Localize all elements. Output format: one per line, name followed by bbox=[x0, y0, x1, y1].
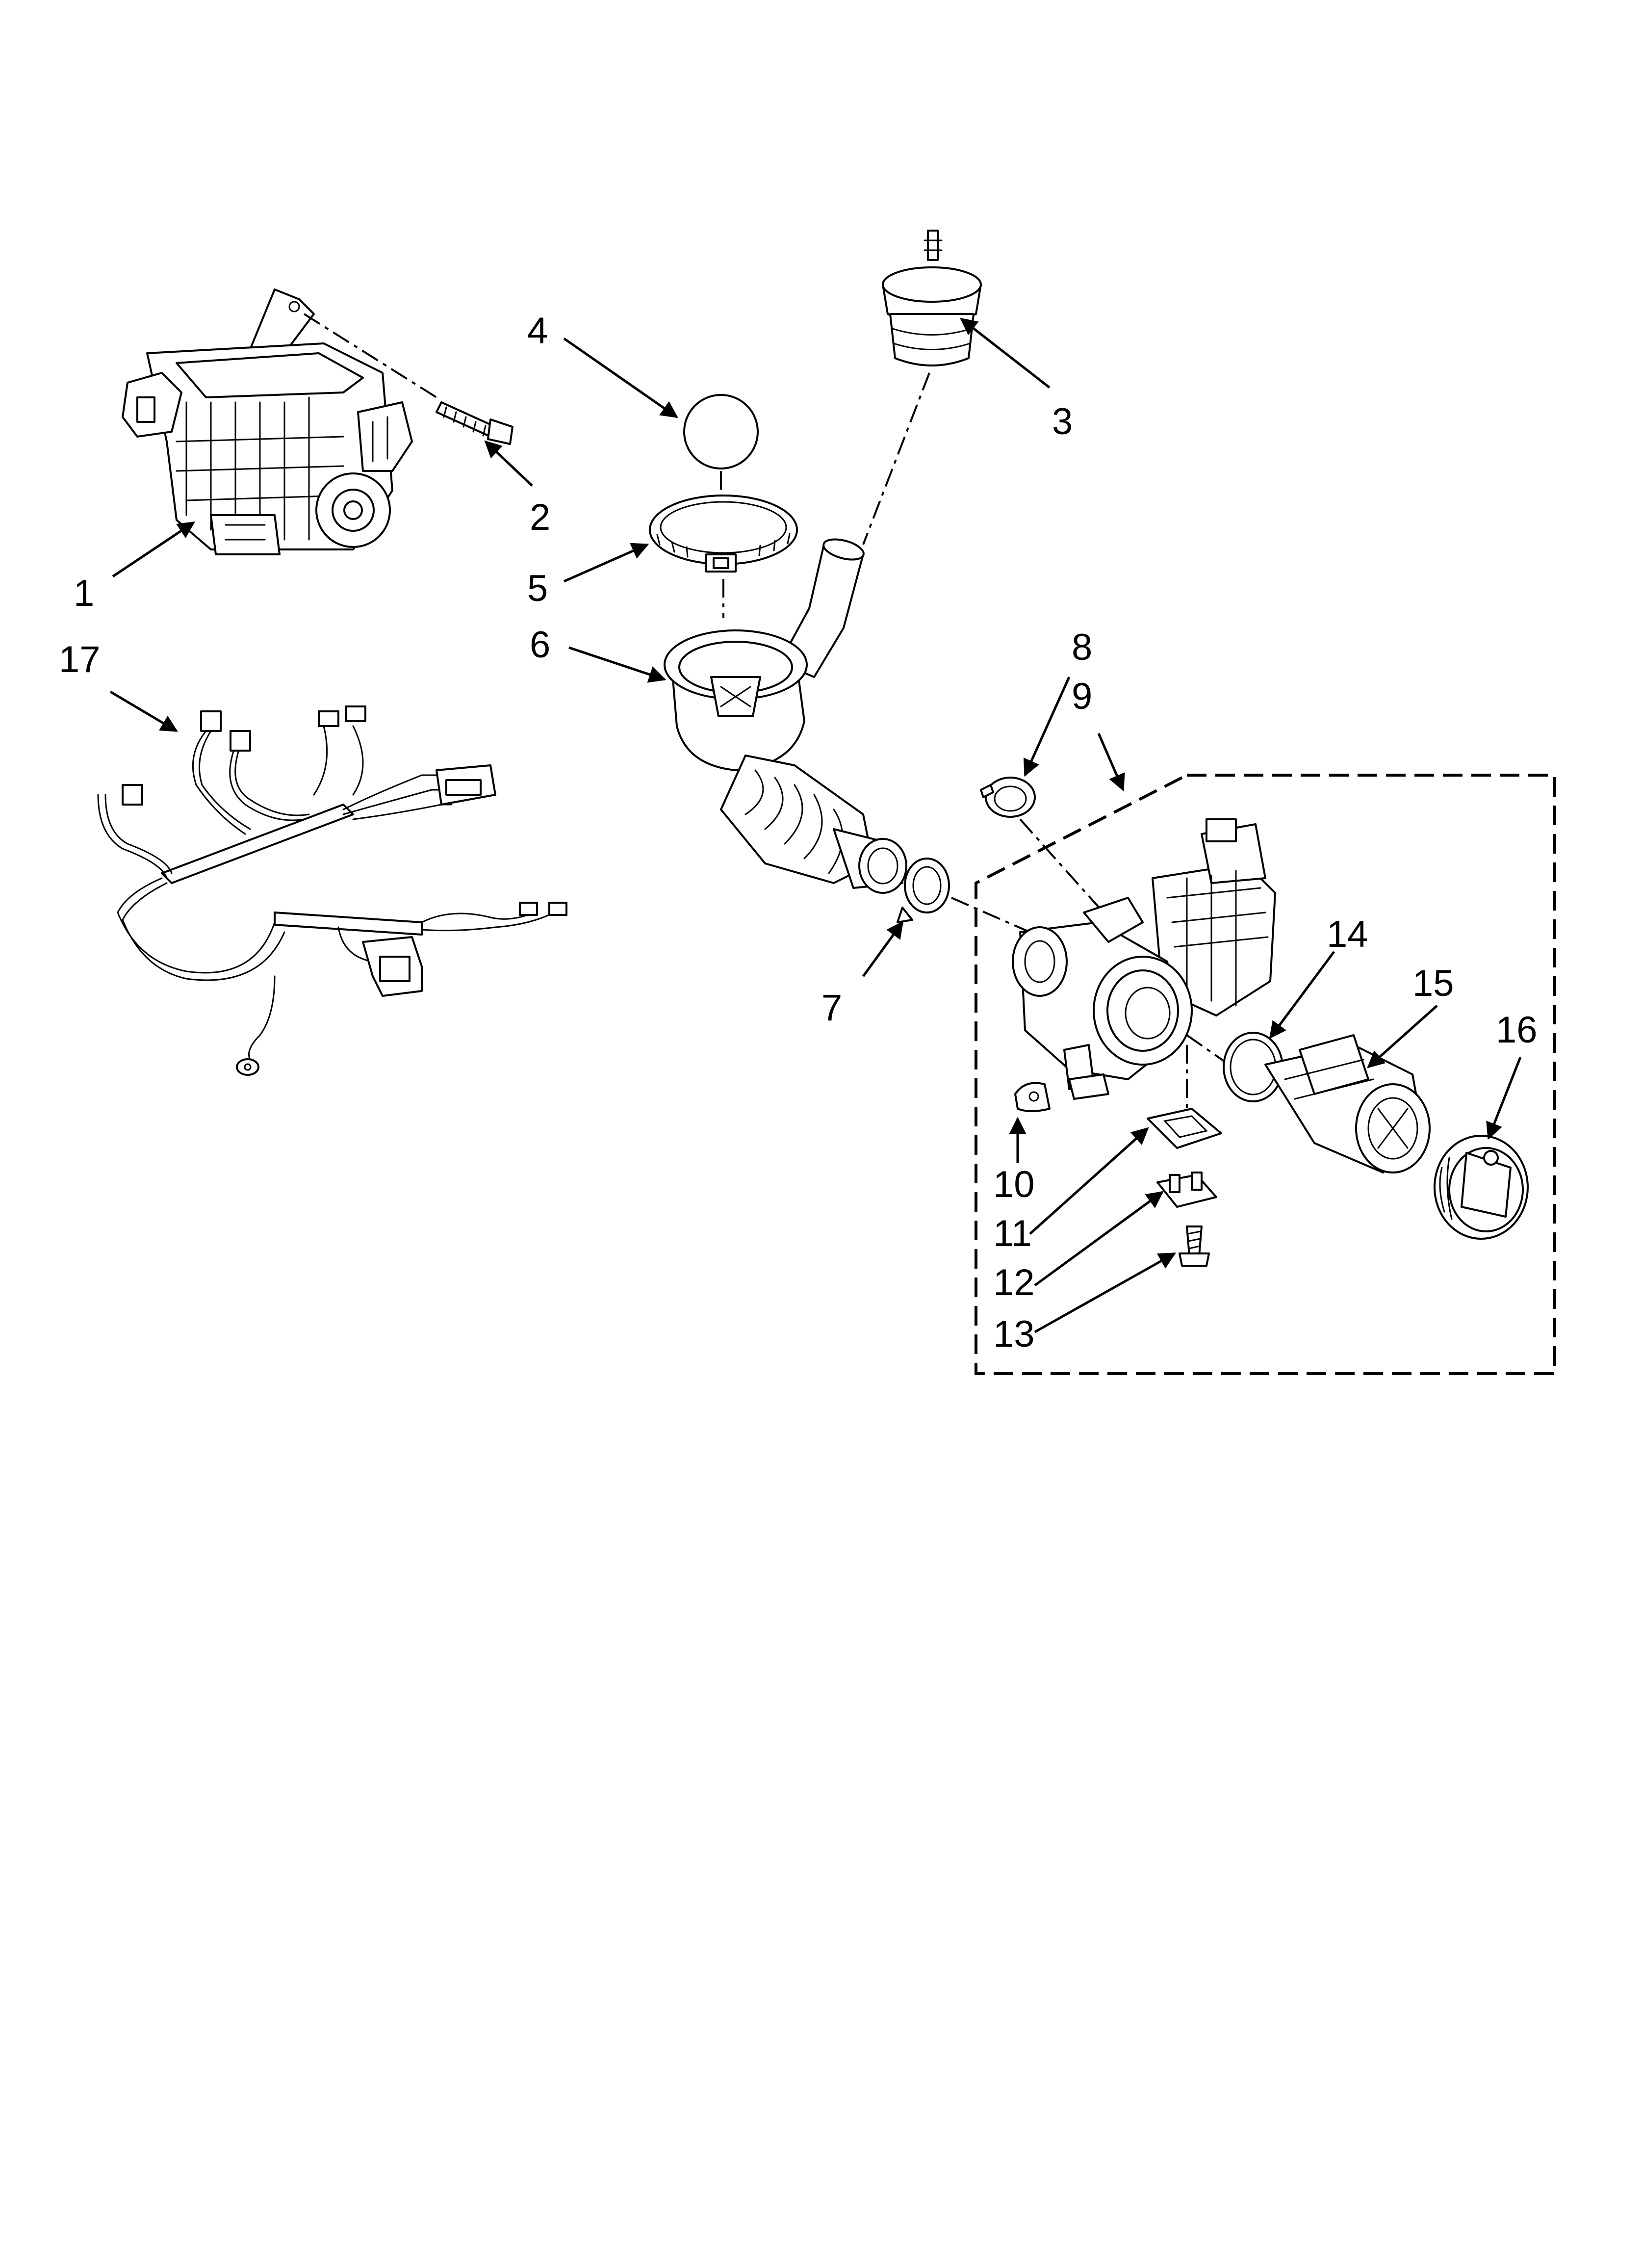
callout-1: 1 bbox=[74, 573, 94, 614]
callout-17: 17 bbox=[59, 639, 101, 680]
callout-9: 9 bbox=[1072, 676, 1092, 717]
bracket-plate-icon bbox=[1147, 1108, 1222, 1149]
hose-clamp-icon bbox=[980, 777, 1036, 818]
mount-icon bbox=[1156, 1172, 1217, 1208]
ring-clamp-icon bbox=[897, 858, 950, 923]
callout-12: 12 bbox=[993, 1262, 1035, 1303]
clip-icon bbox=[1014, 1082, 1051, 1112]
callout-8: 8 bbox=[1072, 626, 1092, 668]
pump-assembly-group-box bbox=[975, 774, 1556, 1375]
callout-3: 3 bbox=[1052, 401, 1073, 443]
ball-icon bbox=[683, 394, 759, 469]
callout-15: 15 bbox=[1412, 963, 1454, 1004]
drain-pump-icon bbox=[1012, 818, 1276, 1100]
sump-hose-icon bbox=[664, 538, 907, 894]
motor-icon bbox=[122, 288, 413, 555]
screw-icon bbox=[436, 401, 513, 445]
filter-icon bbox=[1264, 1034, 1431, 1173]
leader-lines bbox=[109, 317, 1522, 1333]
callout-5: 5 bbox=[527, 568, 548, 609]
callout-2: 2 bbox=[530, 496, 550, 538]
filter-cap-icon bbox=[1434, 1135, 1529, 1240]
callout-4: 4 bbox=[527, 310, 548, 352]
callout-13: 13 bbox=[993, 1313, 1035, 1355]
callout-7: 7 bbox=[821, 987, 842, 1029]
wire-harness-icon bbox=[97, 705, 567, 1076]
callout-6: 6 bbox=[530, 624, 550, 666]
clamp-icon bbox=[649, 495, 798, 573]
screw-small-icon bbox=[1179, 1225, 1210, 1267]
callout-11: 11 bbox=[993, 1213, 1032, 1254]
callout-10: 10 bbox=[993, 1164, 1035, 1205]
callout-14: 14 bbox=[1327, 913, 1368, 955]
air-dome-icon bbox=[882, 230, 982, 366]
callout-16: 16 bbox=[1496, 1009, 1538, 1051]
